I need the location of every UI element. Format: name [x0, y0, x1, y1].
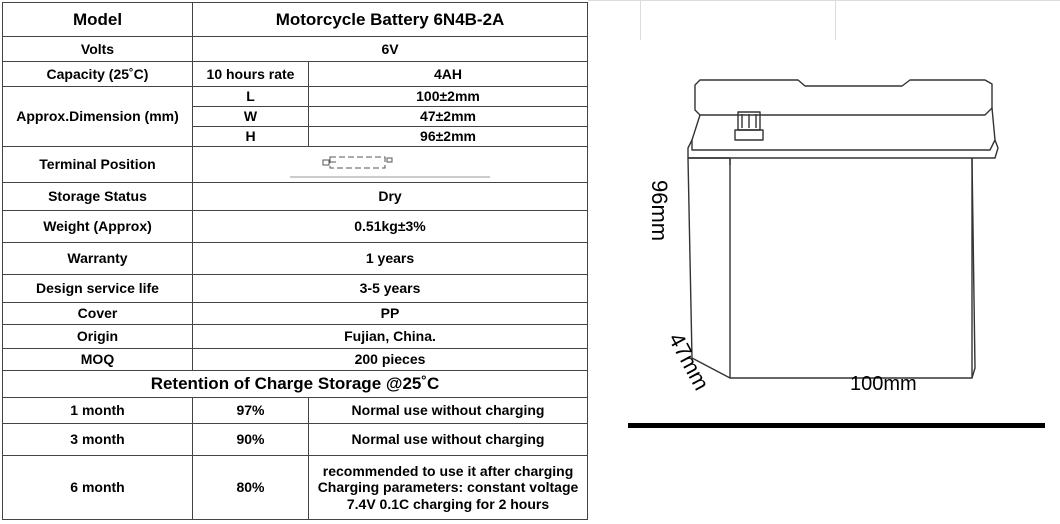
retention-percent: 97% — [192, 397, 309, 424]
row-life: Design service life 3-5 years — [2, 274, 589, 303]
retention-row: 1 month 97% Normal use without charging — [2, 397, 589, 424]
retention-row: 3 month 90% Normal use without charging — [2, 423, 589, 456]
moq-value: 200 pieces — [191, 348, 589, 371]
volts-label: Volts — [2, 36, 193, 62]
gridline — [588, 0, 1060, 1]
row-weight: Weight (Approx) 0.51kg±3% — [2, 210, 589, 243]
capacity-rate: 10 hours rate — [192, 61, 309, 87]
gridline — [835, 0, 836, 40]
terminal-position-icon — [290, 156, 490, 177]
life-value: 3-5 years — [191, 274, 589, 303]
row-storage: Storage Status Dry — [2, 182, 589, 211]
dim-h-key: H — [192, 126, 309, 147]
cover-value: PP — [191, 302, 589, 325]
warranty-value: 1 years — [191, 242, 589, 275]
retention-percent: 90% — [192, 423, 309, 456]
capacity-value: 4AH — [307, 61, 589, 87]
warranty-label: Warranty — [2, 242, 193, 275]
cover-label: Cover — [2, 302, 193, 325]
weight-value: 0.51kg±3% — [191, 210, 589, 243]
origin-label: Origin — [2, 324, 193, 349]
weight-label: Weight (Approx) — [2, 210, 193, 243]
row-model: Model Motorcycle Battery 6N4B-2A — [2, 2, 589, 37]
dim-l-value: 100±2mm — [307, 86, 589, 107]
retention-period: 3 month — [2, 423, 193, 456]
model-value: Motorcycle Battery 6N4B-2A — [191, 2, 589, 37]
dim-h-value: 96±2mm — [307, 126, 589, 147]
dim-l-key: L — [192, 86, 309, 107]
horizontal-rule — [628, 423, 1045, 428]
height-dimension-label: 96mm — [647, 180, 672, 241]
retention-note: recommended to use it after charging Cha… — [307, 455, 589, 520]
row-dim-l: Approx.Dimension (mm) L 100±2mm — [2, 86, 589, 147]
dim-w-key: W — [192, 106, 309, 127]
gridline — [640, 0, 641, 40]
retention-note-line: 7.4V 0.1C charging for 2 hours — [346, 495, 550, 512]
moq-label: MOQ — [2, 348, 193, 371]
row-warranty: Warranty 1 years — [2, 242, 589, 275]
retention-note: Normal use without charging — [307, 423, 589, 456]
volts-value: 6V — [191, 36, 589, 62]
model-label: Model — [2, 2, 193, 37]
row-origin: Origin Fujian, China. — [2, 324, 589, 349]
width-dimension-label: 47mm — [664, 329, 715, 395]
row-volts: Volts 6V — [2, 36, 589, 62]
spec-table: Model Motorcycle Battery 6N4B-2A Volts 6… — [1, 2, 589, 520]
retention-note-line: Charging parameters: constant voltage — [317, 479, 579, 496]
terminal-label: Terminal Position — [2, 146, 193, 183]
storage-value: Dry — [191, 182, 589, 211]
retention-percent: 80% — [192, 455, 309, 520]
terminal-diagram-cell — [191, 146, 589, 183]
retention-title: Retention of Charge Storage @25˚C — [1, 370, 589, 398]
retention-note-line: recommended to use it after charging — [322, 463, 574, 480]
dim-w-value: 47±2mm — [307, 106, 589, 127]
life-label: Design service life — [2, 274, 193, 303]
retention-period: 6 month — [2, 455, 193, 520]
length-dimension-label: 100mm — [850, 373, 917, 395]
retention-row: 6 month 80% recommended to use it after … — [2, 455, 589, 520]
capacity-label: Capacity (25˚C) — [2, 61, 193, 87]
origin-value: Fujian, China. — [191, 324, 589, 349]
battery-outline-drawing-icon: 96mm 47mm 100mm — [647, 79, 999, 395]
storage-label: Storage Status — [2, 182, 193, 211]
row-retention-title: Retention of Charge Storage @25˚C — [1, 370, 589, 398]
row-moq: MOQ 200 pieces — [2, 348, 589, 371]
row-terminal: Terminal Position — [2, 146, 589, 183]
retention-period: 1 month — [2, 397, 193, 424]
dimension-label: Approx.Dimension (mm) — [2, 86, 193, 147]
row-cover: Cover PP — [2, 302, 589, 325]
retention-note: Normal use without charging — [307, 397, 589, 424]
row-capacity: Capacity (25˚C) 10 hours rate 4AH — [2, 61, 589, 87]
